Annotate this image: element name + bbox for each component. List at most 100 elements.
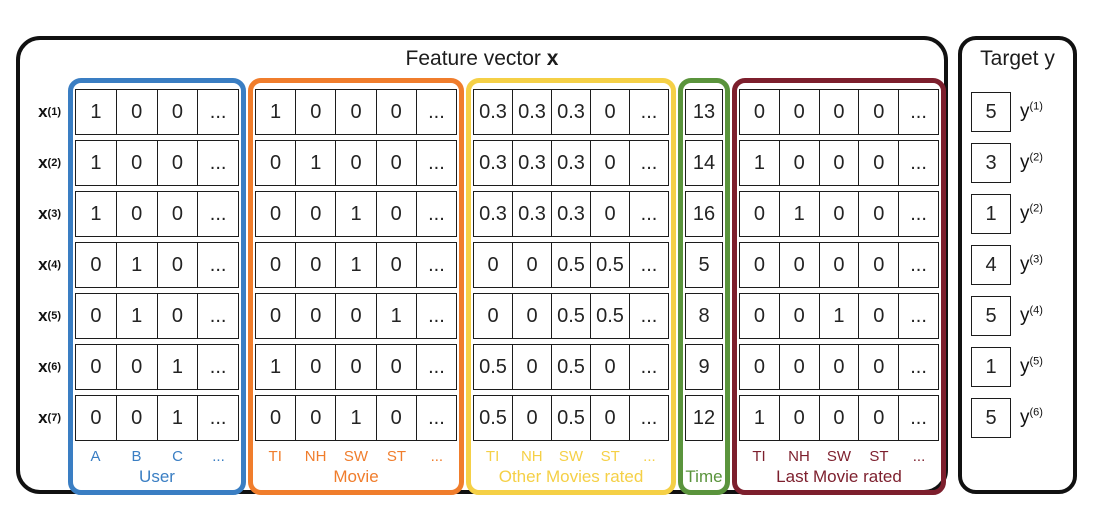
column-abbrev: ... xyxy=(430,447,444,465)
column-abbrev: ... xyxy=(912,447,926,465)
target-label-base: y xyxy=(1020,203,1030,224)
feature-cell: ... xyxy=(415,294,456,338)
feature-cell: 0.5 xyxy=(551,294,590,338)
target-row-label: y(5) xyxy=(1020,356,1043,378)
feature-cell: 0.5 xyxy=(479,355,507,378)
row-label: x(6) xyxy=(38,357,61,376)
row-label-base: x xyxy=(38,357,48,376)
feature-cell: 0 xyxy=(375,141,416,185)
feature-cell: 1 xyxy=(270,100,282,123)
feature-cell: 0 xyxy=(590,192,629,236)
feature-cell: 0 xyxy=(590,90,629,134)
feature-cell: 0.5 xyxy=(590,243,629,287)
feature-cell: 0 xyxy=(375,243,416,287)
feature-cell: ... xyxy=(898,90,938,134)
feature-cell: 0 xyxy=(295,294,335,338)
feature-cell: 1 xyxy=(90,202,102,225)
feature-cell: 0 xyxy=(115,192,157,236)
feature-cell: 0 xyxy=(778,141,819,185)
target-label-sup: (5) xyxy=(1029,355,1043,368)
feature-cell: 0.3 xyxy=(512,192,551,236)
target-label-sup: (3) xyxy=(1029,253,1043,266)
feature-cell: 0 xyxy=(858,294,898,338)
feature-cell: ... xyxy=(415,243,456,287)
row-label: x(5) xyxy=(38,306,61,325)
feature-cell: 0 xyxy=(335,90,375,134)
feature-cell: ... xyxy=(629,141,668,185)
feature-cell: 0 xyxy=(590,345,629,389)
feature-row: 14 xyxy=(685,140,723,186)
feature-cell: 1 xyxy=(375,294,416,338)
feature-cell: 0 xyxy=(818,345,859,389)
feature-row: 9 xyxy=(685,344,723,390)
feature-vector-panel: Feature vector x x(1)x(2)x(3)x(4)x(5)x(6… xyxy=(16,36,948,495)
column-abbrev: TI xyxy=(485,447,500,465)
target-row-label: y(1) xyxy=(1020,101,1043,123)
feature-cell: ... xyxy=(629,243,668,287)
feature-cell: 0 xyxy=(335,141,375,185)
column-abbrev: ... xyxy=(643,447,656,465)
feature-cell: 0 xyxy=(512,243,551,287)
row-label-base: x xyxy=(38,102,48,121)
feature-cell: 0.5 xyxy=(551,243,590,287)
feature-cell: 0.5 xyxy=(590,294,629,338)
feature-cell: ... xyxy=(415,345,456,389)
feature-cell: 13 xyxy=(692,100,716,123)
feature-cell: 5 xyxy=(698,253,710,276)
feature-cell: 1 xyxy=(270,355,282,378)
column-abbrev: ... xyxy=(212,447,225,465)
feature-row: 5 xyxy=(685,242,723,288)
feature-cell: 0 xyxy=(295,396,335,440)
feature-cell: 1 xyxy=(778,192,819,236)
feature-cell: 0 xyxy=(753,304,765,327)
feature-cell: 0 xyxy=(375,396,416,440)
group-name: Movie xyxy=(333,467,379,486)
abbr-spacer xyxy=(685,446,723,466)
feature-cell: 0 xyxy=(295,345,335,389)
target-label-base: y xyxy=(1020,152,1030,173)
feature-cell: 0 xyxy=(156,141,198,185)
feature-vector-title-x: x xyxy=(546,47,559,70)
feature-cell: 0 xyxy=(90,406,102,429)
target-label-base: y xyxy=(1020,101,1030,122)
row-label-base: x xyxy=(38,255,48,274)
feature-cell: 0 xyxy=(778,345,819,389)
feature-cell: ... xyxy=(629,345,668,389)
feature-cell: 1 xyxy=(753,151,765,174)
feature-cell: 0 xyxy=(818,141,859,185)
feature-cell: 0 xyxy=(156,243,198,287)
feature-cell: 0 xyxy=(115,345,157,389)
feature-cell: 0 xyxy=(858,243,898,287)
feature-cell: 0 xyxy=(778,294,819,338)
feature-cell: 0 xyxy=(753,253,765,276)
feature-cell: 0 xyxy=(858,141,898,185)
row-labels: x(1)x(2)x(3)x(4)x(5)x(6)x(7) xyxy=(22,78,66,495)
column-abbrev: SW xyxy=(558,447,584,465)
feature-cell: ... xyxy=(197,294,238,338)
feature-cell: 0 xyxy=(375,192,416,236)
feature-cell: 1 xyxy=(156,396,198,440)
row-label-base: x xyxy=(38,204,48,223)
target-value-cell: 3 xyxy=(971,143,1011,183)
feature-cell: 0 xyxy=(778,396,819,440)
feature-cell: 0 xyxy=(156,90,198,134)
target-value-cell: 5 xyxy=(971,296,1011,336)
